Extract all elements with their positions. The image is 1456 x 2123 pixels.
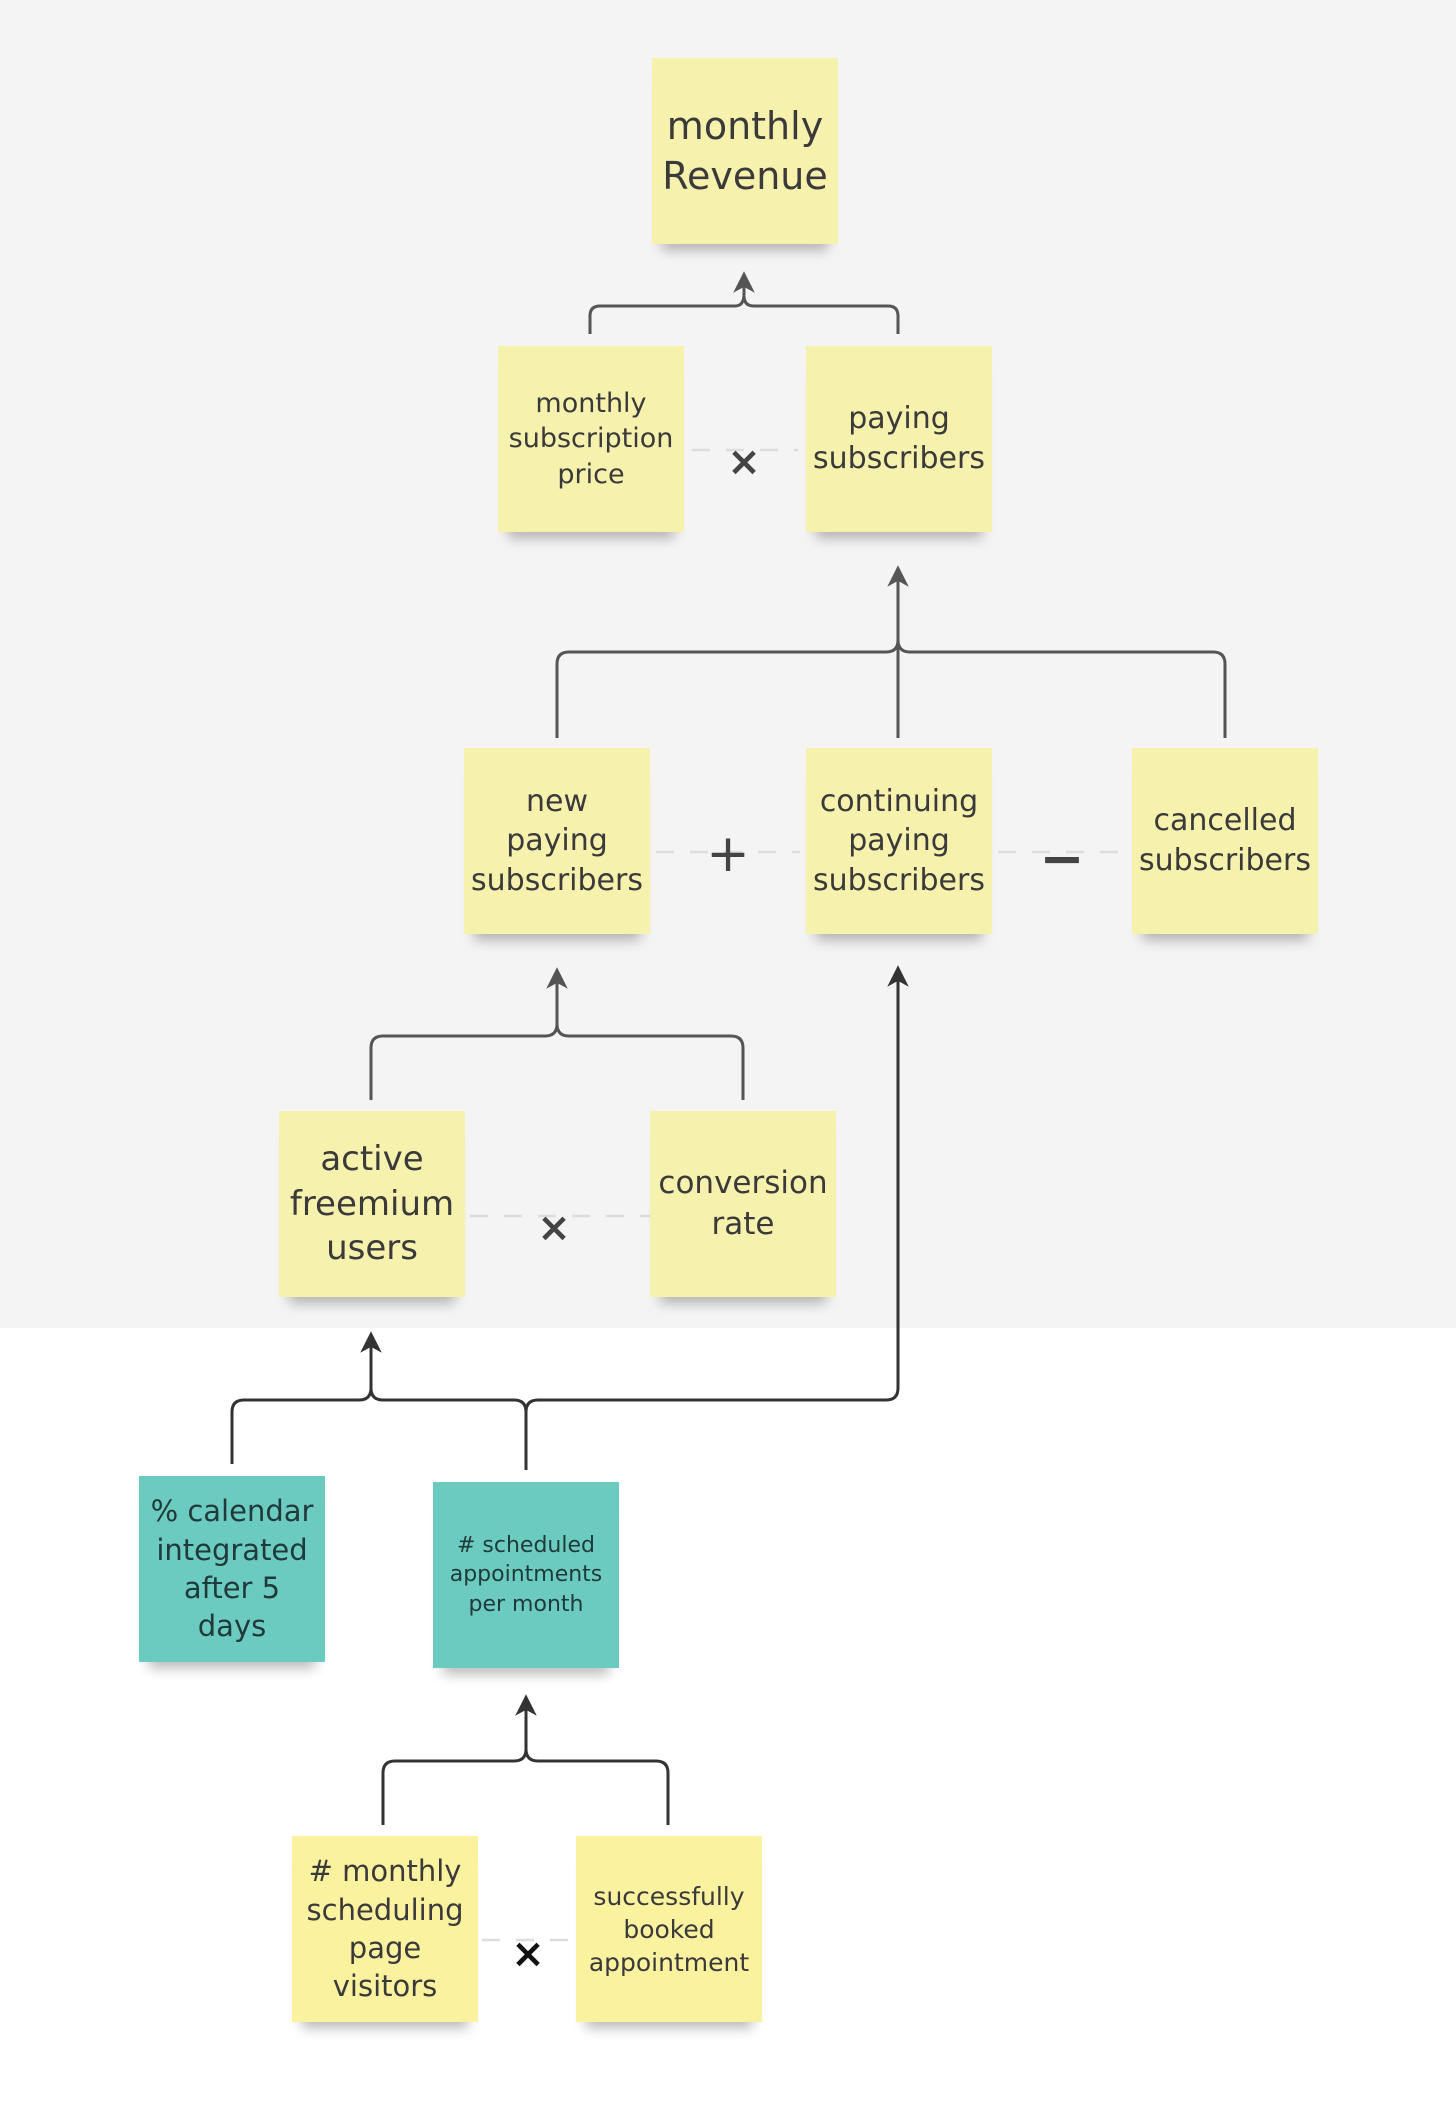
note-scheduled-appointments[interactable]: # scheduled appointments per month <box>433 1482 619 1668</box>
connector-booked <box>524 1748 670 1825</box>
note-new-paying-subscribers[interactable]: new paying subscribers <box>464 748 650 934</box>
note-calendar-integrated[interactable]: % calendar integrated after 5 days <box>139 1476 325 1662</box>
operator-minus: − <box>1039 826 1085 890</box>
connector-paying <box>742 295 900 334</box>
connector-new-paying <box>555 565 909 738</box>
connector-appointments-to-continuing <box>524 965 909 1413</box>
connector-conversion <box>555 1023 745 1100</box>
note-monthly-revenue[interactable]: monthly Revenue <box>652 58 838 244</box>
connector-cancelled <box>896 639 1227 738</box>
connector-freemium <box>369 967 568 1100</box>
note-continuing-paying-subscribers[interactable]: continuing paying subscribers <box>806 748 992 934</box>
connector-visitors <box>381 1694 537 1825</box>
operator-multiply-2: × <box>537 1205 571 1251</box>
operator-plus: + <box>706 824 750 884</box>
connector-appointments-to-freemium <box>369 1387 528 1470</box>
note-cancelled-subscribers[interactable]: cancelled subscribers <box>1132 748 1318 934</box>
note-active-freemium-users[interactable]: active freemium users <box>279 1111 465 1297</box>
note-successfully-booked-appointment[interactable]: successfully booked appointment <box>576 1836 762 2022</box>
connector-calendar <box>230 1331 382 1464</box>
note-monthly-scheduling-page-visitors[interactable]: # monthly scheduling page visitors <box>292 1836 478 2022</box>
connector-price <box>588 271 755 334</box>
operator-multiply-1: × <box>727 439 761 485</box>
note-conversion-rate[interactable]: conversion rate <box>650 1111 836 1297</box>
note-monthly-subscription-price[interactable]: monthly subscription price <box>498 346 684 532</box>
operator-multiply-3: × <box>511 1931 545 1977</box>
note-paying-subscribers[interactable]: paying subscribers <box>806 346 992 532</box>
